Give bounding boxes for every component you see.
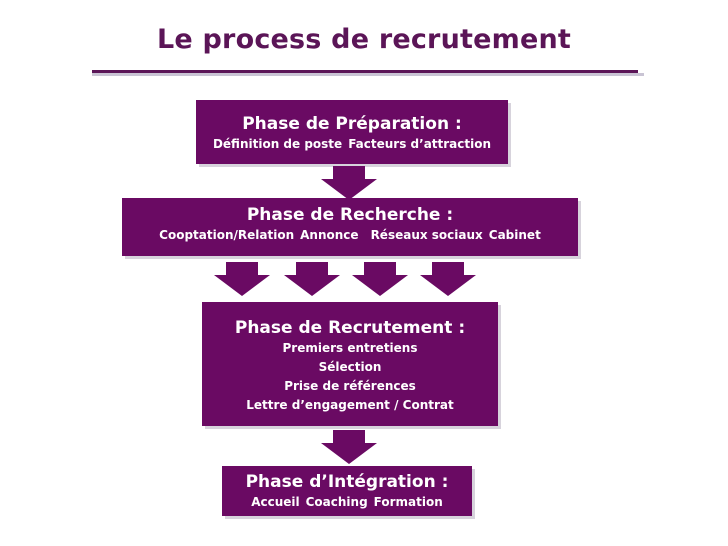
item-definition-de-poste: Définition de poste (212, 137, 343, 151)
title-underline (92, 70, 638, 73)
phase-preparation-box: Phase de Préparation : Définition de pos… (196, 100, 508, 164)
phase-integration-heading: Phase d’Intégration : (245, 472, 449, 492)
phase-recherche-heading: Phase de Recherche : (246, 205, 454, 225)
item-premiers-entretiens: Premiers entretiens (282, 341, 418, 355)
item-accueil: Accueil (251, 495, 300, 509)
arrow-down-icon (420, 262, 476, 296)
item-reseaux-sociaux: Réseaux sociaux (370, 228, 483, 242)
phase-recrutement-heading: Phase de Recrutement : (234, 318, 466, 338)
arrow-down-icon (321, 166, 377, 200)
arrow-down-icon (214, 262, 270, 296)
item-cooptation-relation: Cooptation/Relation (159, 228, 295, 242)
phase-integration-box: Phase d’Intégration : Accueil Coaching For… (222, 466, 472, 516)
item-selection: Sélection (318, 360, 382, 374)
phase-preparation-items: Définition de poste Facteurs d’attraction (196, 135, 508, 153)
arrow-down-icon (352, 262, 408, 296)
phase-recherche-box: Phase de Recherche : Cooptation/Relation… (122, 198, 578, 256)
phase-integration-items: Accueil Coaching Formation (222, 493, 472, 511)
item-facteurs-attraction: Facteurs d’attraction (348, 137, 492, 151)
item-cabinet: Cabinet (488, 228, 541, 242)
arrow-down-icon (321, 430, 377, 464)
arrow-down-icon (284, 262, 340, 296)
title-underline-shadow (92, 73, 644, 76)
phase-preparation-heading: Phase de Préparation : (242, 114, 462, 134)
item-formation: Formation (373, 495, 443, 509)
phase-recrutement-box: Phase de Recrutement : Premiers entretie… (202, 302, 498, 426)
page-title: Le process de recrutement (157, 24, 571, 55)
phase-recrutement-items: Premiers entretiens Sélection Prise de r… (202, 339, 498, 415)
phase-recherche-items: Cooptation/Relation Annonce Réseaux sociau… (122, 226, 578, 244)
item-prise-de-references: Prise de références (284, 379, 416, 393)
item-annonce: Annonce (300, 228, 359, 242)
item-coaching: Coaching (305, 495, 368, 509)
item-lettre-engagement-contrat: Lettre d’engagement / Contrat (246, 398, 454, 412)
